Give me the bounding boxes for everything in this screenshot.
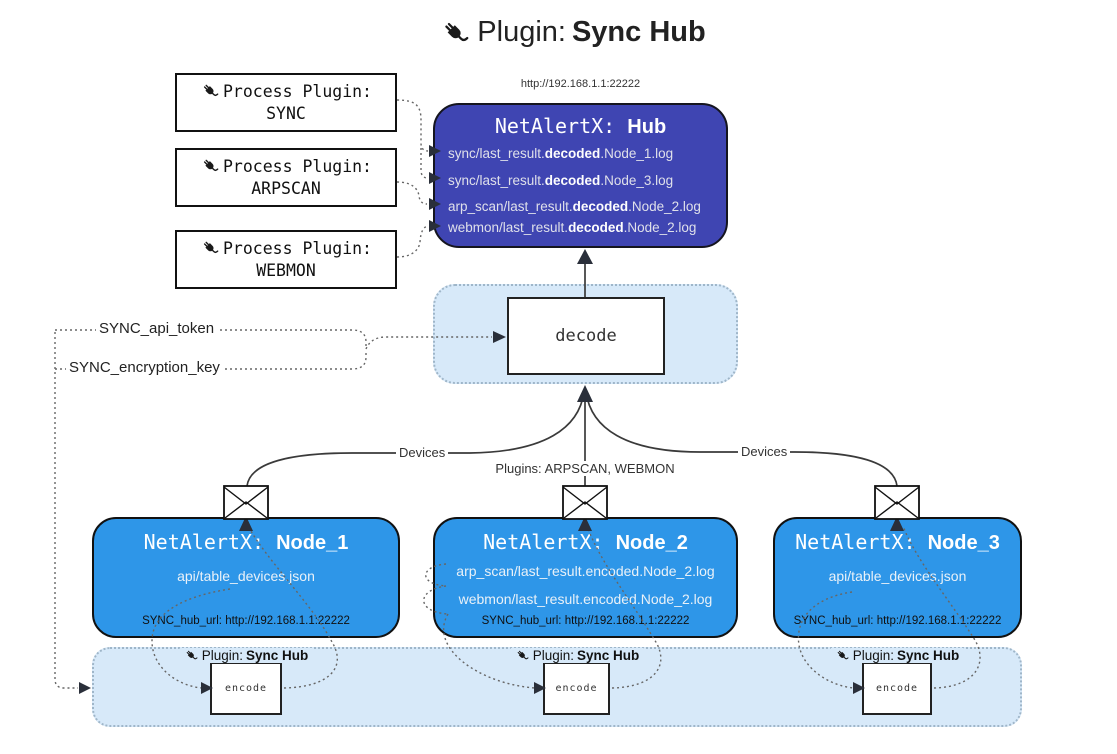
process-plugin-name: WEBMON	[256, 261, 316, 280]
hub-title: NetAlertX: Hub	[435, 114, 726, 139]
process-plugin-label: Process Plugin:	[222, 238, 372, 258]
process-plugin-box-sync: Process Plugin: SYNC	[175, 73, 397, 132]
node-file: webmon/last_result.encoded.Node_2.log	[458, 591, 713, 607]
hub-log-line: sync/last_result.decoded.Node_3.log	[448, 173, 674, 188]
hub-title-prefix: NetAlertX:	[494, 114, 616, 138]
node-title: NetAlertX: Node_3	[795, 530, 1000, 554]
encoder-plugin-label: Plugin:Sync Hub	[179, 648, 313, 663]
node-box-node-2: NetAlertX: Node_2 arp_scan/last_result.e…	[433, 517, 738, 638]
edge-webmon-to-hub	[396, 225, 429, 258]
plug-icon	[445, 22, 469, 41]
encode-box: encode	[543, 662, 610, 715]
config-api-token-label: SYNC_api_token	[96, 320, 218, 337]
process-plugin-box-arpscan: Process Plugin: ARPSCAN	[175, 148, 397, 207]
process-plugin-name: ARPSCAN	[251, 179, 321, 198]
hub-url-label: http://192.168.1.1:22222	[520, 78, 641, 90]
envelope-icon	[223, 485, 269, 520]
config-encryption-key-label: SYNC_encryption_key	[66, 359, 223, 376]
process-plugin-box-webmon: Process Plugin: WEBMON	[175, 230, 397, 289]
node-title: NetAlertX: Node_2	[483, 530, 688, 554]
encode-box: encode	[210, 662, 282, 715]
node-box-node-1: NetAlertX: Node_1 api/table_devices.json…	[92, 517, 400, 638]
node-box-node-3: NetAlertX: Node_3 api/table_devices.json…	[773, 517, 1022, 638]
hub-box: NetAlertX: Hub sync/last_result.decoded.…	[433, 103, 728, 248]
node-hub-url: SYNC_hub_url: http://192.168.1.1:22222	[793, 615, 1002, 627]
node-title: NetAlertX: Node_1	[143, 530, 349, 554]
page-title: Plugin: Sync Hub	[14, 16, 1117, 49]
edge-label-devices-right: Devices	[738, 444, 791, 459]
process-plugin-label: Process Plugin:	[222, 156, 372, 176]
process-plugin-row: Process Plugin:	[177, 81, 395, 101]
encoder-plugin-label: Plugin:Sync Hub	[510, 648, 644, 663]
page-title-name: Sync Hub	[571, 16, 706, 48]
hub-log-line: webmon/last_result.decoded.Node_2.log	[448, 220, 697, 235]
node-file: arp_scan/last_result.encoded.Node_2.log	[456, 563, 715, 579]
decode-box: decode	[507, 297, 665, 375]
edge-arpscan-to-hub	[396, 181, 428, 205]
plug-icon	[186, 650, 198, 660]
hub-log-line: sync/last_result.decoded.Node_1.log	[448, 146, 674, 161]
edge-sync-to-hub	[396, 99, 429, 152]
process-plugin-label: Process Plugin:	[222, 81, 372, 101]
process-plugin-row: Process Plugin:	[177, 238, 395, 258]
plug-icon	[837, 650, 849, 660]
encode-box: encode	[862, 662, 932, 715]
node-hub-url: SYNC_hub_url: http://192.168.1.1:22222	[142, 615, 350, 627]
edge-sync-to-hub-2	[420, 148, 429, 179]
edge-config-to-encoders	[54, 332, 78, 689]
plug-icon	[203, 84, 219, 97]
process-plugin-name: SYNC	[266, 104, 306, 123]
process-plugin-row: Process Plugin:	[177, 156, 395, 176]
hub-log-line: arp_scan/last_result.decoded.Node_2.log	[448, 199, 701, 214]
envelope-icon	[562, 485, 608, 520]
arrowhead	[79, 682, 91, 694]
edge-label-devices-left: Devices	[396, 445, 449, 460]
arrowhead	[577, 249, 593, 264]
arrowhead	[577, 385, 593, 402]
plug-icon	[203, 159, 219, 172]
node-hub-url: SYNC_hub_url: http://192.168.1.1:22222	[481, 615, 690, 627]
edge-label-plugins-middle: Plugins: ARPSCAN, WEBMON	[492, 461, 678, 476]
encoder-plugin-label: Plugin:Sync Hub	[830, 648, 964, 663]
hub-title-name: Hub	[627, 116, 667, 138]
envelope-icon	[874, 485, 920, 520]
page-title-prefix: Plugin:	[477, 16, 566, 48]
node-file: api/table_devices.json	[828, 568, 967, 584]
node-file: api/table_devices.json	[177, 568, 315, 584]
plug-icon	[517, 650, 529, 660]
plug-icon	[203, 241, 219, 254]
